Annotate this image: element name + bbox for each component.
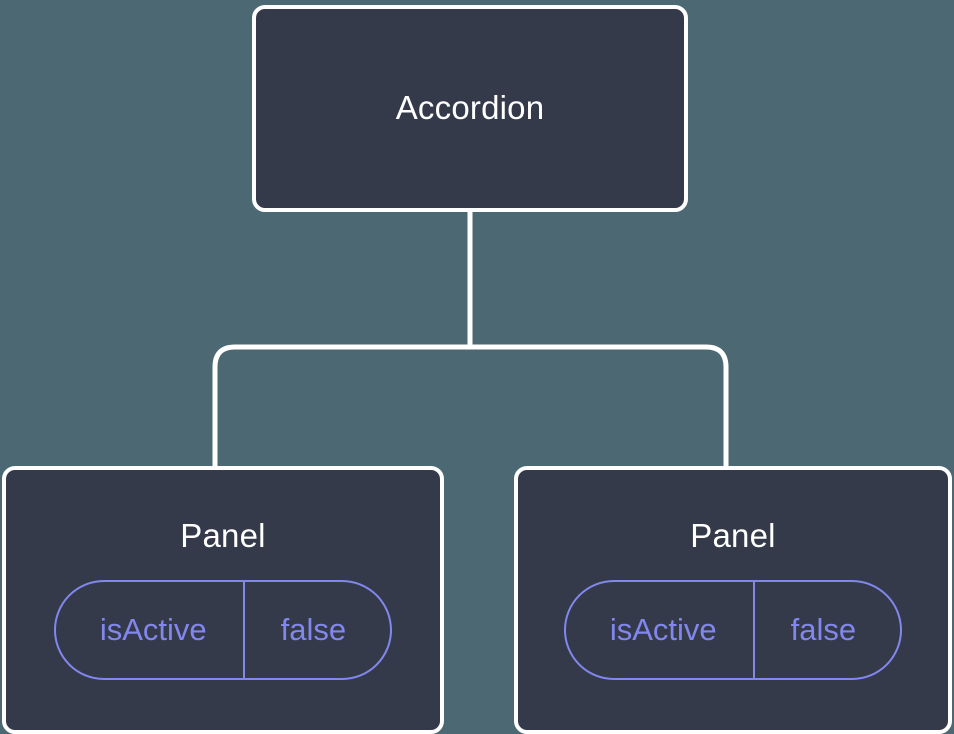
node-panel-2[interactable]: Panel isActive false [514, 466, 952, 734]
node-panel-2-prop-pill[interactable]: isActive false [563, 580, 903, 681]
node-accordion-title: Accordion [395, 89, 545, 127]
node-panel-2-title: Panel [690, 517, 776, 554]
node-panel-1-prop-value: false [242, 582, 390, 679]
node-accordion[interactable]: Accordion [252, 5, 688, 212]
node-panel-2-prop-value: false [752, 582, 900, 679]
edge-bus-to-children [212, 344, 729, 466]
node-panel-2-prop-key: isActive [609, 612, 717, 648]
node-panel-1-title: Panel [180, 517, 266, 554]
node-panel-1-prop-pill[interactable]: isActive false [53, 580, 393, 681]
node-panel-1[interactable]: Panel isActive false [2, 466, 444, 734]
node-panel-1-prop-key: isActive [99, 612, 207, 648]
